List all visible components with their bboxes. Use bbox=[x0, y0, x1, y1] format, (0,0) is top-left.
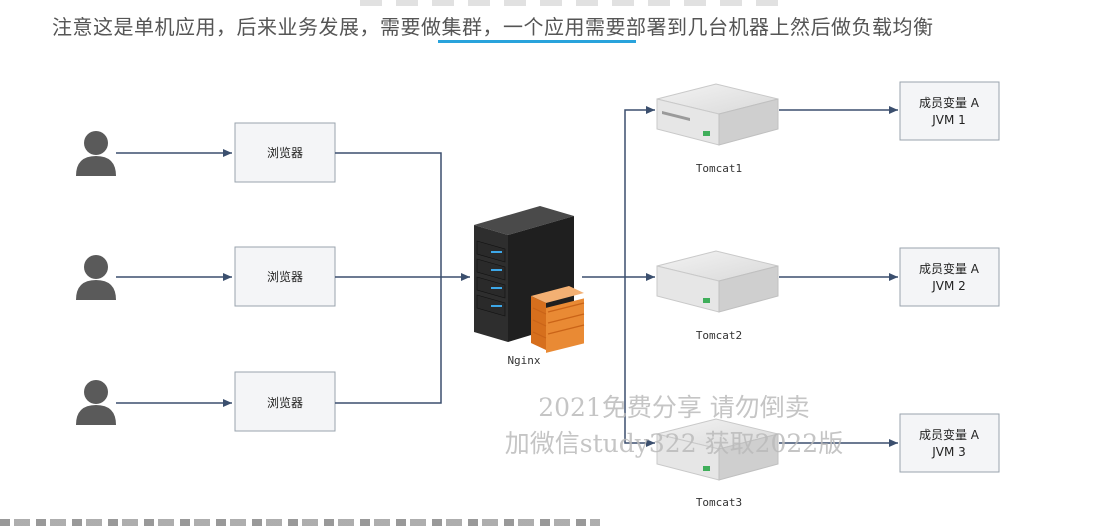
tomcat-server-icon-3 bbox=[656, 418, 779, 481]
arrow-nginx-tomcat3 bbox=[624, 277, 655, 447]
user-icon-2 bbox=[76, 255, 116, 300]
tomcat-server-icon-1 bbox=[656, 83, 779, 146]
jvm-box-3: 成员变量 A JVM 3 bbox=[899, 413, 1000, 473]
note-text: 注意这是单机应用，后来业务发展，需要做集群，一个应用需要部署到几台机器上然后做负… bbox=[52, 15, 934, 39]
browser-box-2: 浏览器 bbox=[234, 246, 336, 307]
browser-box-1: 浏览器 bbox=[234, 122, 336, 183]
jvm-line2-3: JVM 3 bbox=[931, 445, 966, 459]
jvm-line1-2: 成员变量 A bbox=[919, 261, 980, 276]
user-icon-3 bbox=[76, 380, 116, 425]
tomcat-server-icon-2 bbox=[656, 250, 779, 313]
browser-label-3: 浏览器 bbox=[267, 395, 303, 410]
jvm-line2-2: JVM 2 bbox=[931, 279, 966, 293]
tomcat-label-3: Tomcat3 bbox=[696, 496, 742, 509]
arrow-nginx-tomcat1 bbox=[624, 106, 655, 277]
top-cropped-heading bbox=[360, 0, 780, 6]
firewall-icon bbox=[531, 286, 585, 353]
connector-browsers-merge bbox=[335, 152, 442, 404]
watermark-line-1: 2021免费分享 请勿倒卖 bbox=[538, 393, 810, 422]
jvm-line1-1: 成员变量 A bbox=[919, 95, 980, 110]
browser-box-3: 浏览器 bbox=[234, 371, 336, 432]
nginx-server-icon bbox=[474, 206, 585, 353]
bottom-cropped-text bbox=[0, 519, 600, 526]
tomcat-label-2: Tomcat2 bbox=[696, 329, 742, 342]
browser-label-1: 浏览器 bbox=[267, 145, 303, 160]
jvm-line1-3: 成员变量 A bbox=[919, 427, 980, 442]
note-highlight-underline bbox=[438, 40, 636, 43]
jvm-box-2: 成员变量 A JVM 2 bbox=[899, 247, 1000, 307]
watermark-line-2: 加微信study322 获取2022版 bbox=[505, 429, 843, 458]
nginx-label: Nginx bbox=[507, 354, 540, 367]
tomcat-label-1: Tomcat1 bbox=[696, 162, 742, 175]
jvm-box-1: 成员变量 A JVM 1 bbox=[899, 81, 1000, 141]
user-icon-1 bbox=[76, 131, 116, 176]
jvm-line2-1: JVM 1 bbox=[931, 113, 966, 127]
browser-label-2: 浏览器 bbox=[267, 269, 303, 284]
